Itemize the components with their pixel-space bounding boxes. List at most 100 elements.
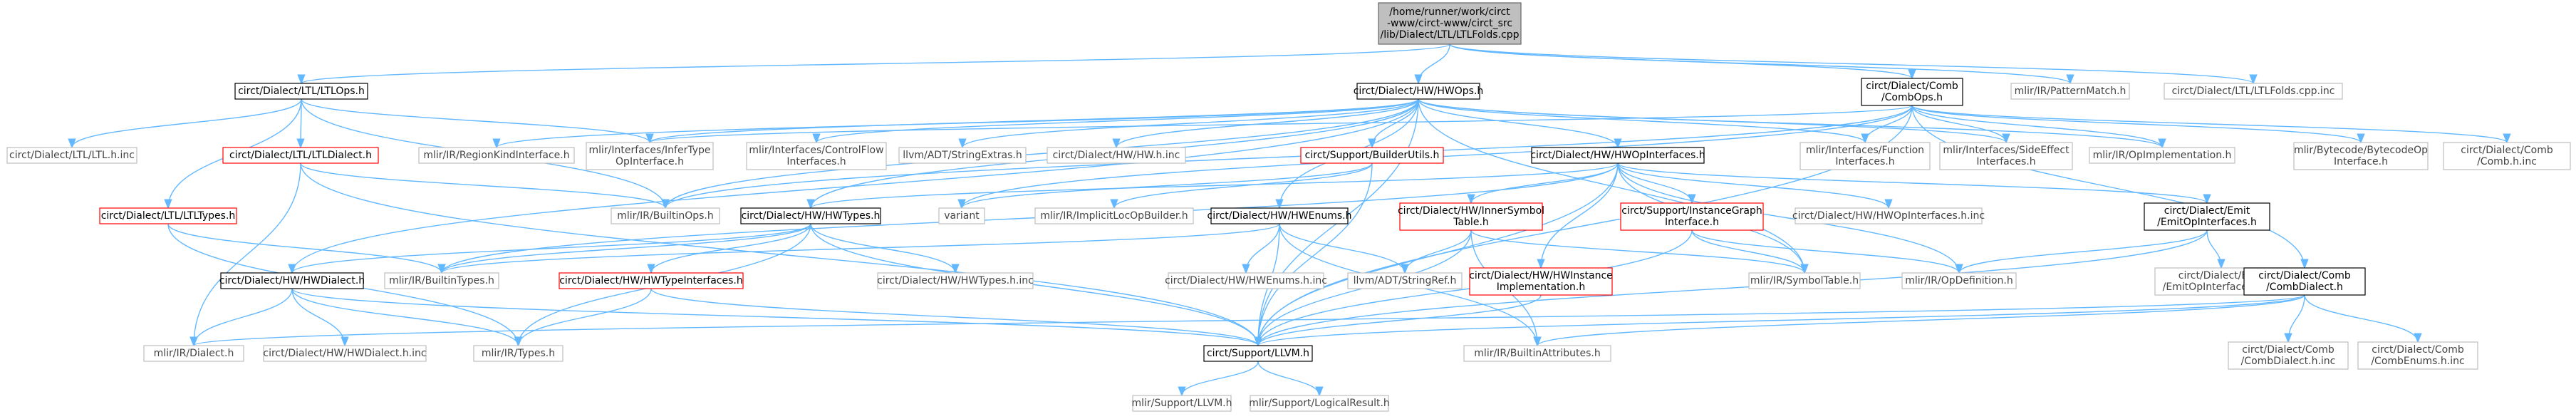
- node-box: [1463, 345, 1611, 362]
- node-label: /lib/Dialect/LTL/LTLFolds.cpp: [1380, 29, 1519, 41]
- node-label: circt/Support/InstanceGraph: [1621, 205, 1762, 217]
- node-ltlops[interactable]: circt/Dialect/LTL/LTLOps.h: [234, 83, 368, 100]
- node-label: circt/Dialect/HW/HWOpInterfaces.h.inc: [1792, 210, 1985, 222]
- node-label: circt/Support/BuilderUtils.h: [1305, 150, 1440, 161]
- dependency-edge: [810, 223, 1258, 346]
- node-hwtypes[interactable]: circt/Dialect/HW/HWTypes.h: [740, 207, 881, 224]
- dependency-edge: [2206, 229, 2221, 268]
- dependency-edge: [1691, 229, 1804, 274]
- dependency-edge: [650, 105, 1913, 143]
- node-combenumsinc: circt/Dialect/Comb/CombEnums.h.inc: [2357, 341, 2478, 370]
- node-box: [559, 272, 744, 289]
- dependency-edge: [301, 43, 1450, 84]
- dependency-edge: [1246, 223, 1280, 273]
- node-label: /CombDialect.h.inc: [2241, 356, 2336, 367]
- node-box: [1250, 395, 1389, 412]
- dependency-edge: [194, 288, 293, 346]
- node-label: mlir/IR/BuiltinAttributes.h: [1474, 348, 1600, 359]
- node-box: [1620, 202, 1764, 231]
- dependency-edge: [1617, 162, 2207, 204]
- dependency-edge: [1405, 229, 1472, 274]
- node-logicalresult: mlir/Support/LogicalResult.h: [1249, 395, 1390, 412]
- node-supportllvm: mlir/Support/LLVM.h: [1132, 395, 1232, 412]
- node-combdialect[interactable]: circt/Dialect/Comb/CombDialect.h: [2243, 267, 2366, 296]
- dependency-edge: [651, 223, 811, 274]
- node-label: mlir/IR/OpImplementation.h: [2093, 150, 2232, 161]
- dependency-edge: [300, 162, 665, 209]
- node-hwenums[interactable]: circt/Dialect/HW/HWEnums.h: [1208, 207, 1352, 224]
- node-emitopinterfaces[interactable]: circt/Dialect/Emit/EmitOpInterfaces.h: [2144, 202, 2270, 231]
- node-label: Table.h: [1453, 217, 1489, 228]
- node-box: [1399, 202, 1543, 231]
- node-hwops[interactable]: circt/Dialect/HW/HWOps.h: [1354, 83, 1484, 100]
- dependency-edge: [1257, 361, 1319, 396]
- node-label: mlir/Interfaces/SideEffect: [1943, 145, 2069, 156]
- dependency-edge: [291, 288, 345, 346]
- node-label: mlir/IR/Dialect.h: [154, 348, 234, 359]
- node-box: [1203, 345, 1313, 362]
- dependency-edge: [1449, 43, 2253, 84]
- node-box: [1046, 147, 1186, 164]
- dependency-edge: [811, 162, 1619, 209]
- node-hwenumsinc: circt/Dialect/HW/HWEnums.h.inc: [1165, 272, 1327, 289]
- node-hwhinc: circt/Dialect/HW/HW.h.inc: [1046, 147, 1186, 164]
- node-box: [1795, 207, 1983, 224]
- node-label: Interface.h: [1665, 217, 1719, 228]
- dependency-edge: [1911, 105, 2305, 268]
- node-label: mlir/IR/BuiltinTypes.h: [389, 275, 494, 286]
- node-label: circt/Dialect/Comb: [2242, 344, 2334, 356]
- dependency-edge: [1418, 98, 1618, 148]
- node-label: circt/Dialect/LTL/LTLOps.h: [238, 86, 365, 97]
- dependency-edge: [519, 288, 652, 346]
- dependency-edge: [194, 162, 301, 346]
- dependency-edge: [301, 98, 650, 143]
- node-box: [611, 207, 720, 224]
- node-label: /CombOps.h: [1881, 92, 1943, 103]
- node-builderutils[interactable]: circt/Support/BuilderUtils.h: [1300, 147, 1444, 164]
- dependency-edge: [2288, 294, 2305, 342]
- node-llvmh[interactable]: circt/Support/LLVM.h: [1203, 345, 1313, 362]
- node-box: [1799, 142, 1931, 170]
- node-combdialectinc: circt/Dialect/Comb/CombDialect.h.inc: [2228, 341, 2349, 370]
- node-hwdialect[interactable]: circt/Dialect/HW/HWDialect.h: [219, 272, 365, 289]
- node-box: [234, 83, 368, 100]
- dependency-edge: [962, 162, 1373, 209]
- dependency-edge: [1182, 361, 1259, 396]
- node-box: [740, 207, 881, 224]
- node-ltldialect[interactable]: circt/Dialect/LTL/LTLDialect.h: [222, 147, 379, 164]
- node-builtinops: mlir/IR/BuiltinOps.h: [611, 207, 720, 224]
- node-hwtypeinterfaces[interactable]: circt/Dialect/HW/HWTypeInterfaces.h: [559, 272, 744, 289]
- dependency-edge: [1617, 162, 1889, 209]
- node-box: [2144, 202, 2270, 231]
- dependency-edge: [167, 223, 442, 274]
- node-hwdialectinc: circt/Dialect/HW/HWDialect.h.inc: [263, 345, 427, 362]
- node-label: mlir/IR/RegionKindInterface.h: [423, 150, 569, 161]
- node-box: [2293, 142, 2429, 170]
- node-label: mlir/IR/OpDefinition.h: [1905, 275, 2012, 286]
- node-root[interactable]: /home/runner/work/circt-www/circt-www/ci…: [1378, 2, 1522, 45]
- node-label: circt/Dialect/Comb: [2258, 270, 2351, 281]
- node-label: circt/Dialect/HW/HWDialect.h.inc: [263, 348, 426, 359]
- node-label: circt/Dialect/LTL/LTL.h.inc: [9, 150, 135, 161]
- node-ltlhinc: circt/Dialect/LTL/LTL.h.inc: [6, 147, 137, 164]
- node-label: Interface.h: [2334, 156, 2388, 167]
- node-ltltypes[interactable]: circt/Dialect/LTL/LTLTypes.h: [99, 207, 237, 224]
- node-label: circt/Dialect/HW/HWInstance: [1469, 270, 1613, 281]
- node-label: mlir/IR/Types.h: [482, 348, 555, 359]
- node-label: mlir/Support/LogicalResult.h: [1249, 398, 1390, 409]
- node-box: [473, 345, 564, 362]
- node-stringextras: llvm/ADT/StringExtras.h: [898, 147, 1027, 164]
- node-hwinstanceimpl[interactable]: circt/Dialect/HW/HWInstanceImplementatio…: [1469, 267, 1613, 296]
- node-box: [1901, 272, 2017, 289]
- dependency-edge: [1537, 294, 2305, 346]
- node-label: variant: [944, 210, 980, 222]
- node-hwopinterfaces[interactable]: circt/Dialect/HW/HWOpInterfaces.h: [1530, 147, 1705, 164]
- dependency-edge: [810, 223, 955, 274]
- node-stringref: llvm/ADT/StringRef.h: [1347, 272, 1463, 289]
- node-combops[interactable]: circt/Dialect/Comb/CombOps.h: [1861, 78, 1963, 106]
- node-irtypes: mlir/IR/Types.h: [473, 345, 564, 362]
